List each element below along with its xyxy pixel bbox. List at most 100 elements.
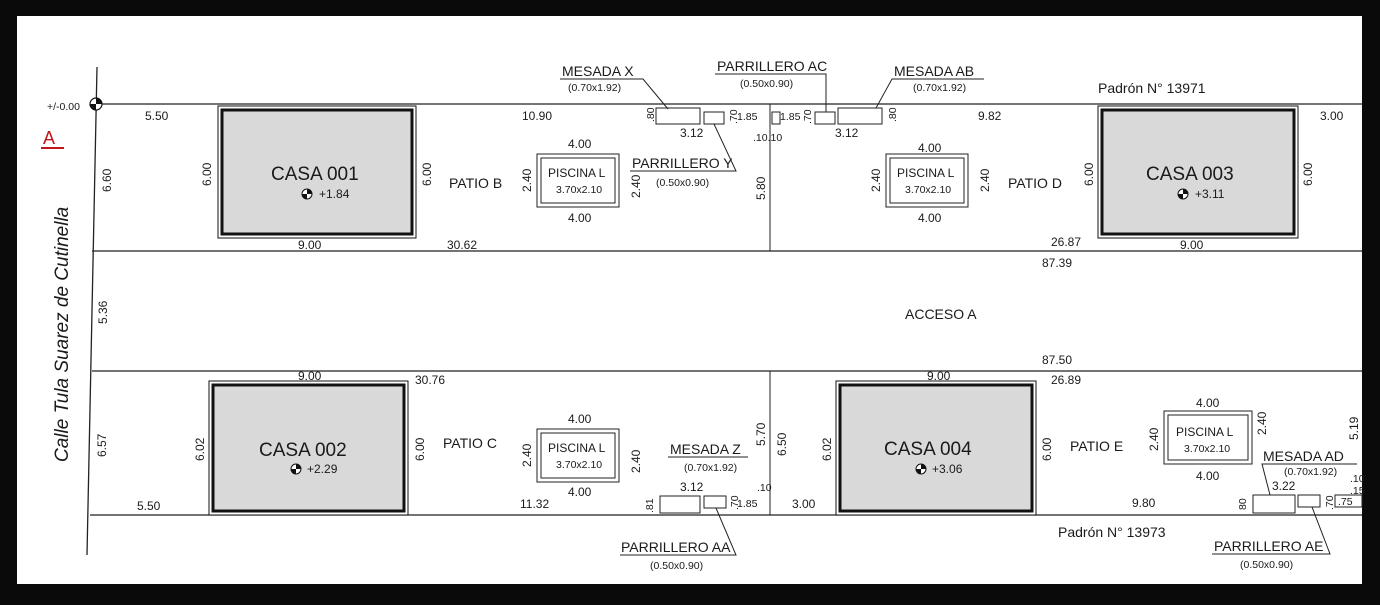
dim: .80	[645, 107, 657, 122]
dimensions-vertical: 6.60 6.00 6.00 2.40 2.40 .80 .70 .70 .80…	[95, 107, 1365, 513]
lot-lines	[86, 66, 1362, 556]
patio-e: PATIO E	[1070, 438, 1123, 454]
label-mesada-z: MESADA Z (0.70x1.92)	[668, 441, 748, 474]
house-name: CASA 001	[271, 164, 359, 185]
dim: 4.00	[918, 211, 942, 225]
level-icon	[915, 463, 927, 475]
dim: 5.36	[96, 300, 110, 324]
dim: 2.40	[978, 168, 992, 192]
dim: 3.00	[792, 497, 816, 511]
house-level: +2.29	[307, 462, 338, 476]
dim: 3.12	[680, 126, 704, 140]
street-label: Calle Tula Suarez de Cutinella	[52, 207, 73, 462]
dim: 87.39	[1042, 256, 1072, 270]
dim: 10.90	[522, 109, 552, 123]
house-001: CASA 001 +1.84	[217, 105, 417, 239]
fixture-size: (0.70x1.92)	[913, 82, 966, 94]
house-002: CASA 002 +2.29	[208, 380, 409, 516]
dim: 1.85	[780, 111, 801, 123]
pool-size: 3.70x2.10	[556, 459, 602, 471]
fixture-name: PARRILLERO Y	[632, 155, 733, 171]
label-parrillero-ae: PARRILLERO AE (0.50x0.90)	[1212, 506, 1331, 571]
fixture-name: PARRILLERO AC	[717, 58, 827, 74]
dim: .75	[1338, 496, 1353, 508]
dim: 4.00	[1196, 469, 1220, 483]
dim: 3.12	[835, 126, 859, 140]
pool-3: PISCINA L 3.70x2.10	[885, 153, 969, 208]
pool-4: PISCINA L 3.70x2.10	[1163, 410, 1253, 465]
dim: 5.50	[145, 109, 169, 123]
fixture-size: (0.70x1.92)	[1284, 466, 1337, 478]
house-name: CASA 004	[884, 439, 972, 460]
dim: .10.10	[753, 132, 782, 144]
dim: 6.00	[420, 162, 434, 186]
dim: 9.80	[1132, 496, 1156, 510]
dim: 2.40	[1255, 411, 1269, 435]
fixture-size: (0.70x1.92)	[568, 82, 621, 94]
house-level: +3.06	[932, 462, 963, 476]
fixture-size: (0.70x1.92)	[684, 462, 737, 474]
dimensions: 5.50 10.90 3.12 1.85 1.85 .10.10 3.12 9.…	[137, 109, 1353, 513]
house-level: +1.84	[319, 187, 350, 201]
dim: 2.40	[520, 443, 534, 467]
section-marker-letter: A	[43, 128, 55, 148]
dim: 2.40	[520, 168, 534, 192]
dim: 2.40	[1147, 427, 1161, 451]
patio-d: PATIO D	[1008, 175, 1062, 191]
fixtures-south	[659, 494, 1363, 514]
dim: .70	[1324, 495, 1336, 510]
dim: 2.40	[869, 168, 883, 192]
fixture-name: MESADA Z	[670, 441, 741, 457]
dim: 2.40	[629, 174, 643, 198]
pool-name: PISCINA L	[548, 441, 606, 455]
dim: 6.00	[1082, 162, 1096, 186]
fixture-size: (0.50x0.90)	[740, 78, 793, 90]
dim: 5.50	[137, 499, 161, 513]
dim: 6.00	[200, 162, 214, 186]
dim: 9.82	[978, 109, 1002, 123]
dim: 6.00	[413, 437, 427, 461]
label-parrillero-aa: PARRILLERO AA (0.50x0.90)	[620, 507, 737, 572]
padron-north: Padrón N° 13971	[1098, 80, 1206, 96]
dim: .70	[729, 495, 741, 510]
patio-b: PATIO B	[449, 175, 502, 191]
fixtures-north	[655, 107, 883, 125]
level-icon	[1177, 188, 1189, 200]
pool-name: PISCINA L	[897, 166, 955, 180]
dim: 80	[1237, 498, 1249, 510]
access-label: ACCESO A	[905, 306, 977, 322]
pool-1: PISCINA L 3.70x2.10	[536, 153, 620, 208]
fixture-size: (0.50x0.90)	[1240, 559, 1293, 571]
dim: 4.00	[1196, 396, 1220, 410]
fixture-name: PARRILLERO AE	[1214, 538, 1323, 554]
dim: .10	[1350, 473, 1365, 485]
label-mesada-ad: MESADA AD (0.70x1.92)	[1261, 448, 1357, 496]
dim: .70	[802, 109, 814, 124]
dim: 26.89	[1051, 373, 1081, 387]
dim: 6.02	[820, 437, 834, 461]
dim: 5.19	[1347, 416, 1361, 440]
dim: 6.60	[100, 168, 114, 192]
dim: 4.00	[918, 141, 942, 155]
dim: 30.62	[447, 238, 477, 252]
dim: 4.00	[568, 211, 592, 225]
padron-south: Padrón N° 13973	[1058, 524, 1166, 540]
dim: 6.00	[1040, 437, 1054, 461]
section-marker: A	[41, 128, 64, 149]
fixture-size: (0.50x0.90)	[656, 177, 709, 189]
patio-c: PATIO C	[443, 435, 497, 451]
dim: 5.80	[754, 176, 768, 200]
house-name: CASA 003	[1146, 164, 1234, 185]
dim: 9.00	[298, 238, 322, 252]
dim: 2.40	[629, 449, 643, 473]
house-level: +3.11	[1195, 187, 1225, 201]
level-mark-text: +/-0.00	[47, 101, 80, 113]
dim: 4.00	[568, 137, 592, 151]
dim: 9.00	[1180, 238, 1204, 252]
dim: 6.00	[1301, 162, 1315, 186]
dim: .80	[887, 107, 899, 122]
dim: 1.85	[737, 498, 758, 510]
level-icon	[290, 463, 302, 475]
